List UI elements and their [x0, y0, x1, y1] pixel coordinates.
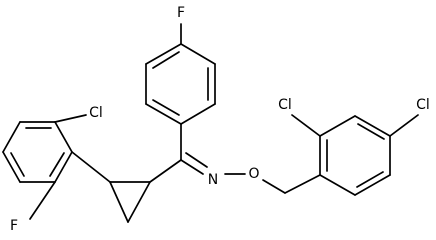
atom-f-top: F [177, 5, 185, 21]
bond-imine-double-a [180, 159, 204, 175]
atom-labels: Cl F F N O Cl Cl [10, 5, 430, 234]
bond-right-ring-2 [319, 115, 356, 137]
bond-cyclopropane-2 [109, 181, 129, 223]
atom-o: O [248, 166, 259, 182]
bond-ring-to-cyclopropyl [71, 151, 111, 183]
atom-f-left: F [10, 218, 18, 234]
bond-to-cl-ortho [291, 114, 321, 137]
bond-left-ring-double-b [49, 152, 65, 177]
bond-cyclopropyl-to-imine-c [149, 159, 182, 183]
bond-right-ring-5 [354, 174, 391, 196]
atom-n: N [208, 172, 218, 188]
bond-top-ring-double-c [152, 99, 180, 116]
bond-right-ring-3 [354, 115, 391, 137]
bond-top-ring-d [145, 43, 182, 65]
atom-cl-ortho: Cl [278, 97, 292, 113]
bond-left-ring-1 [54, 121, 73, 153]
bond-right-ring-double-c [356, 171, 384, 188]
bond-right-ring-double-b [357, 123, 385, 140]
atom-cl-para: Cl [416, 97, 430, 113]
bonds [2, 23, 419, 223]
bond-top-ring-a [180, 103, 216, 125]
bond-top-ring-f [145, 103, 182, 125]
bond-o-ch2 [262, 179, 286, 194]
bond-left-ring-5 [2, 121, 21, 153]
bond-cyclopropane-3 [127, 181, 151, 223]
bond-left-ring-4 [2, 151, 21, 183]
bond-left-ring-double-c [10, 152, 25, 177]
bond-left-ring-2 [54, 151, 73, 183]
bond-to-f-left [29, 181, 56, 220]
atom-cl-left: Cl [89, 105, 103, 121]
bond-top-ring-double-b [152, 51, 180, 69]
bond-top-ring-c [180, 43, 216, 65]
bond-ch2-ring [284, 174, 321, 194]
bond-to-cl-para [389, 114, 419, 137]
bond-to-cl-left [54, 114, 87, 123]
bond-imine-double-b [185, 152, 208, 168]
bond-right-ring-6 [319, 174, 356, 196]
